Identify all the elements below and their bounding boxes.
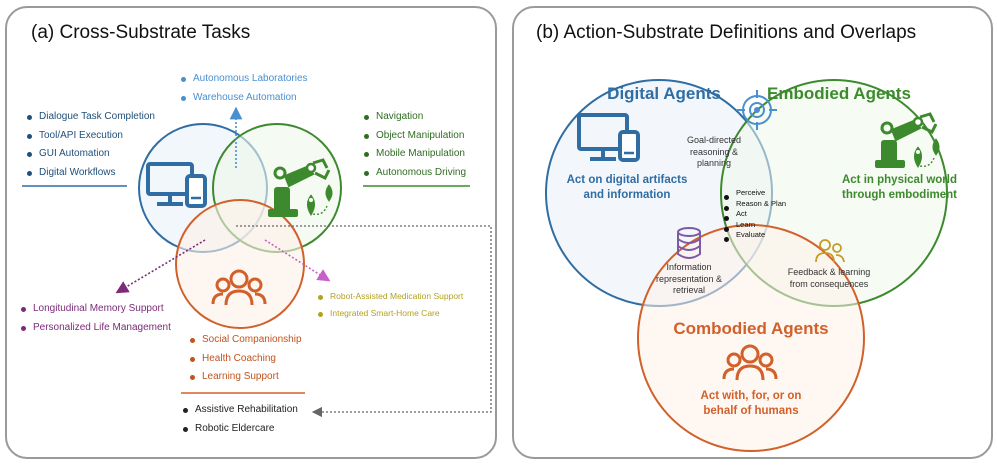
digital-agents-label: Digital Agents: [607, 84, 721, 103]
overlap-ec-line-1: Feedback & learning: [787, 267, 871, 277]
target-icon: [737, 90, 777, 130]
embodied-agents-desc-line-1: Act in physical world: [841, 174, 958, 186]
overlap-de-line-1: Goal-directed: [686, 135, 742, 145]
list-item: GUI Automation: [27, 145, 155, 164]
overlap-dc-line-1: Information: [666, 262, 712, 272]
list-item: Object Manipulation: [364, 127, 466, 146]
embodied-agents-label: Embodied Agents: [767, 84, 911, 103]
digital-agents-desc-line-1: Act on digital artifacts: [566, 174, 688, 186]
overlap-de-line-2: reasoning &: [689, 146, 739, 157]
combodied-agents-label: Combodied Agents: [673, 319, 829, 338]
list-item: Navigation: [364, 108, 466, 127]
robot-arm-icon: [875, 112, 940, 168]
list-item: Learning Support: [190, 368, 302, 387]
overlap-de-line-3: planning: [696, 158, 732, 168]
combodied-agents-circle: [637, 224, 865, 452]
list-item: Autonomous Laboratories: [181, 70, 308, 89]
digital-agents-desc-line-2: and information: [583, 189, 671, 201]
computer-icon: [577, 113, 640, 162]
list-item: Dialogue Task Completion: [27, 108, 155, 127]
list-item: Personalized Life Management: [21, 319, 171, 338]
memory-tasks-list: Longitudinal Memory Support Personalized…: [21, 300, 171, 337]
combodied-tasks-list: Social Companionship Health Coaching Lea…: [190, 331, 302, 387]
list-item: Integrated Smart-Home Care: [318, 305, 463, 322]
list-item: Mobile Manipulation: [364, 145, 466, 164]
panel-action-substrate-definitions: (b) Action-Substrate Definitions and Ove…: [512, 6, 993, 459]
people-icon: [211, 269, 267, 306]
overlap-dc-line-2: representation &: [655, 273, 723, 284]
panel-a-title: (a) Cross-Substrate Tasks: [31, 22, 251, 43]
list-item: Warehouse Automation: [181, 89, 308, 108]
list-item: Social Companionship: [190, 331, 302, 350]
overlap-dc-line-3: retrieval: [672, 285, 705, 295]
list-item: Assistive Rehabilitation: [183, 401, 298, 420]
combodied-circle: [175, 199, 305, 329]
list-item: Longitudinal Memory Support: [21, 300, 171, 319]
list-item: Evaluate: [724, 230, 786, 242]
list-item: Tool/API Execution: [27, 127, 155, 146]
list-item: Health Coaching: [190, 350, 302, 369]
panel-b-title: (b) Action-Substrate Definitions and Ove…: [536, 22, 917, 43]
overlap-ec-line-2: from consequences: [789, 278, 869, 289]
people-icon: [722, 344, 778, 381]
smart-home-tasks-list: Robot-Assisted Medication Support Integr…: [318, 288, 463, 322]
panel-b-venn: [545, 79, 948, 452]
top-tasks-list: Autonomous Laboratories Warehouse Automa…: [181, 70, 308, 107]
people-icon: [815, 239, 845, 263]
list-item: Digital Workflows: [27, 164, 155, 183]
robot-arm-icon: [268, 158, 333, 217]
combodied-agents-description: Act with, for, or on behalf of humans: [684, 389, 818, 419]
digital-tasks-list: Dialogue Task Completion Tool/API Execut…: [27, 108, 155, 182]
combodied-agents-desc-line-1: Act with, for, or on: [700, 390, 802, 402]
digital-agents-description: Act on digital artifacts and information: [552, 173, 702, 203]
combodied-agents-desc-line-2: behalf of humans: [703, 405, 799, 417]
list-item: Reason & Plan: [724, 199, 786, 210]
panel-cross-substrate-tasks: (a) Cross-Substrate Tasks: [5, 6, 497, 459]
list-item: Robot-Assisted Medication Support: [318, 288, 463, 305]
embodied-tasks-list: Navigation Object Manipulation Mobile Ma…: [364, 108, 466, 182]
overlap-digital-combodied: Information representation & retrieval: [634, 262, 744, 297]
panel-a-venn: [22, 106, 492, 418]
list-item: Perceive: [724, 188, 786, 200]
list-item: Act: [724, 209, 786, 221]
list-item: Robotic Eldercare: [183, 420, 298, 439]
overlap-embodied-combodied: Feedback & learning from consequences: [769, 267, 889, 290]
arrow-to-memory-tasks: [115, 239, 206, 294]
database-icon: [677, 227, 701, 259]
arrow-to-eldercare-tasks: [236, 225, 492, 418]
shared-capabilities-list: Perceive Reason & Plan Act Learn Evaluat…: [724, 188, 786, 242]
computer-icon: [146, 162, 207, 208]
overlap-digital-embodied: Goal-directed reasoning & planning: [659, 135, 769, 170]
embodied-agents-description: Act in physical world through embodiment: [837, 173, 962, 203]
embodied-agents-desc-line-2: through embodiment: [842, 189, 957, 201]
list-item: Autonomous Driving: [364, 164, 466, 183]
eldercare-tasks-list: Assistive Rehabilitation Robotic Elderca…: [183, 401, 298, 438]
list-item: Learn: [724, 220, 786, 231]
